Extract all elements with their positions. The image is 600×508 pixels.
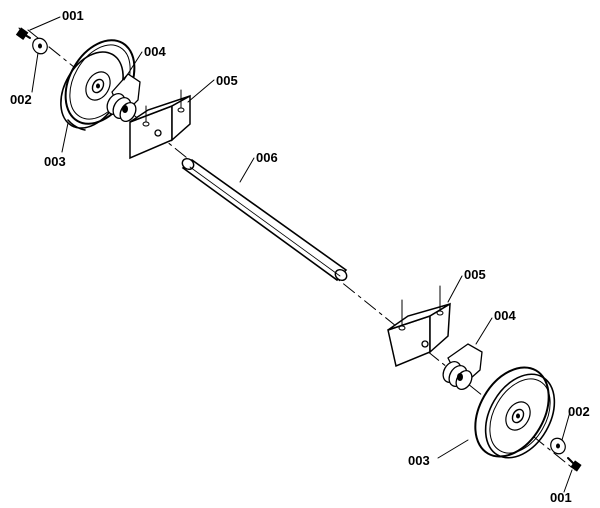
callout-004-bottom: 004 xyxy=(494,308,516,323)
washer-top xyxy=(32,37,48,55)
axle xyxy=(181,157,348,282)
callout-001-bottom: 001 xyxy=(550,490,572,505)
washer-bottom xyxy=(550,437,566,455)
callout-003-bottom: 003 xyxy=(408,453,430,468)
callout-005-top: 005 xyxy=(216,73,238,88)
bracket-bottom xyxy=(387,285,451,368)
bushing-bottom xyxy=(442,343,483,390)
callout-004-top: 004 xyxy=(144,44,166,59)
screw-top xyxy=(15,27,31,40)
bushing-top xyxy=(106,73,141,122)
callout-005-bottom: 005 xyxy=(464,267,486,282)
callout-006: 006 xyxy=(256,150,278,165)
wheel-bottom xyxy=(474,366,556,459)
screw-bottom xyxy=(567,457,582,472)
callout-003-top: 003 xyxy=(44,154,66,169)
callout-labels: 001 002 003 004 005 006 005 004 002 003 … xyxy=(10,8,590,505)
callout-002-bottom: 002 xyxy=(568,404,590,419)
callout-001-top: 001 xyxy=(62,8,84,23)
callout-002-top: 002 xyxy=(10,92,32,107)
bracket-top xyxy=(129,89,191,160)
leader-lines xyxy=(29,16,573,493)
